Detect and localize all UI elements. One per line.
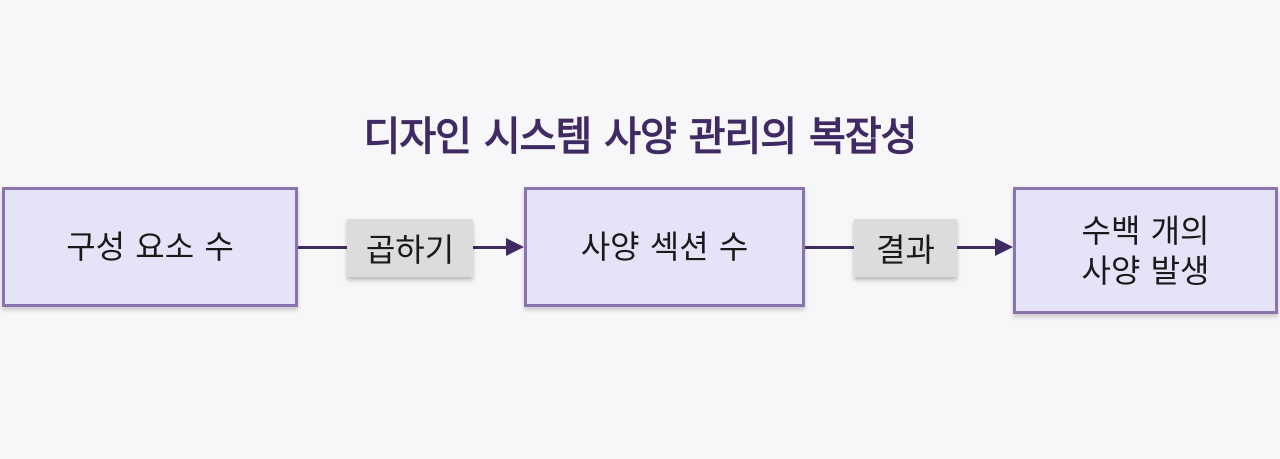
node-label-line-2: 사양 발생 [1081,251,1210,290]
node-hundreds-of-specs: 수백 개의 사양 발생 [1013,187,1278,314]
node-component-count: 구성 요소 수 [2,187,298,307]
edge-label-result: 결과 [854,219,957,277]
edge-line [473,246,509,249]
arrowhead-icon [995,238,1013,256]
node-spec-section-count: 사양 섹션 수 [524,187,805,307]
node-label-line-1: 수백 개의 [1081,211,1210,250]
node-label: 구성 요소 수 [66,228,234,266]
edge-line [805,246,857,249]
edge-line [298,246,350,249]
edge-label-multiply: 곱하기 [347,219,473,277]
arrowhead-icon [506,238,524,256]
diagram-title: 디자인 시스템 사양 관리의 복잡성 [363,114,918,160]
edge-line [957,246,997,249]
node-label: 사양 섹션 수 [580,228,749,266]
